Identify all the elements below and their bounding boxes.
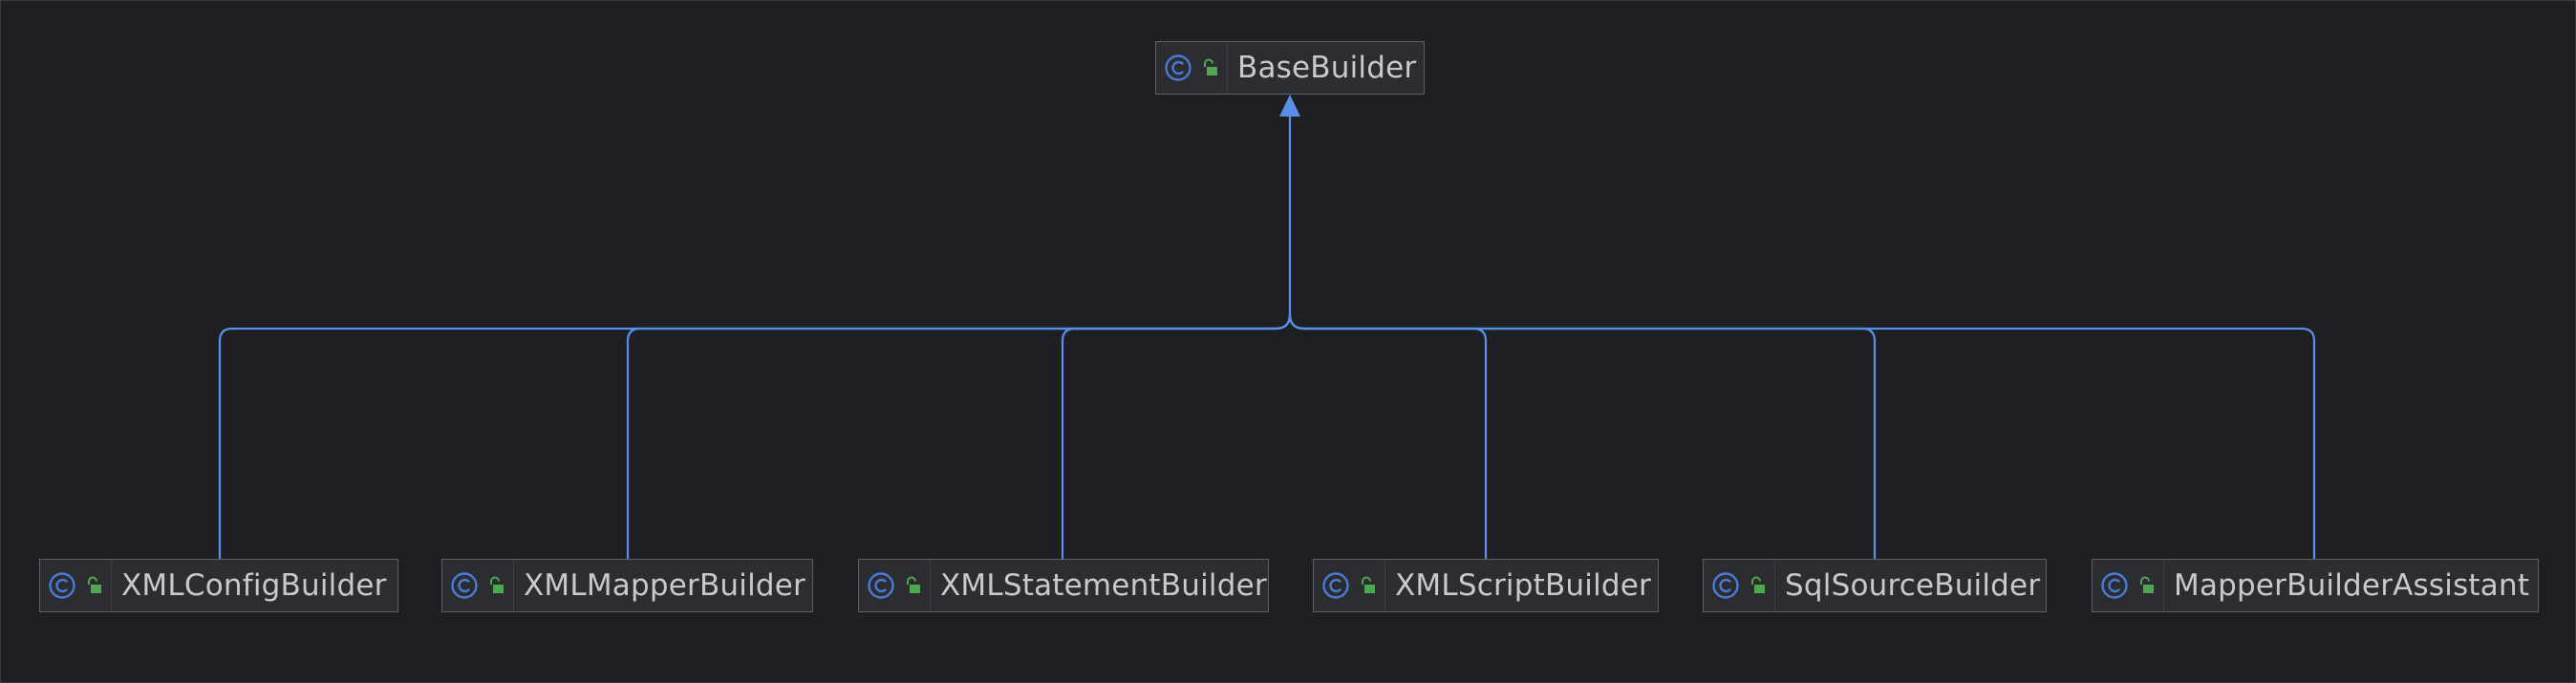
node-icons <box>1156 42 1228 94</box>
class-icon <box>1711 571 1740 600</box>
edge-config <box>218 313 1292 559</box>
edge-script <box>1288 313 1488 559</box>
public-unlock-icon <box>1360 576 1377 595</box>
public-unlock-icon <box>488 576 505 595</box>
edge-sqlsource <box>1288 313 1877 559</box>
node-icons <box>40 560 112 611</box>
public-unlock-icon <box>1750 576 1767 595</box>
class-icon <box>2100 571 2129 600</box>
class-name: XMLConfigBuilder <box>121 568 387 603</box>
class-icon <box>48 571 76 600</box>
node-icons <box>442 560 514 611</box>
public-unlock-icon <box>86 576 103 595</box>
class-name: XMLMapperBuilder <box>524 568 806 603</box>
public-unlock-icon <box>1202 58 1219 77</box>
node-icons <box>2093 560 2164 611</box>
class-icon <box>450 571 479 600</box>
class-node-basebuilder[interactable]: BaseBuilder <box>1155 41 1425 95</box>
class-name: BaseBuilder <box>1237 51 1417 85</box>
class-node-xmlmapperbuilder[interactable]: XMLMapperBuilder <box>441 559 813 612</box>
class-name: XMLScriptBuilder <box>1395 568 1652 603</box>
class-icon <box>1321 571 1350 600</box>
public-unlock-icon <box>905 576 922 595</box>
class-node-xmlstatementbuilder[interactable]: XMLStatementBuilder <box>858 559 1269 612</box>
edge-statement <box>1061 313 1292 559</box>
node-icons <box>1314 560 1385 611</box>
class-node-mapperbuilderassistant[interactable]: MapperBuilderAssistant <box>2092 559 2539 612</box>
class-icon <box>1164 53 1192 82</box>
class-node-xmlscriptbuilder[interactable]: XMLScriptBuilder <box>1313 559 1659 612</box>
class-name: MapperBuilderAssistant <box>2174 568 2530 603</box>
class-name: SqlSourceBuilder <box>1785 568 2041 603</box>
node-icons <box>859 560 931 611</box>
class-icon <box>867 571 895 600</box>
class-name: XMLStatementBuilder <box>940 568 1267 603</box>
edge-assistant <box>1288 313 2316 559</box>
class-node-sqlsourcebuilder[interactable]: SqlSourceBuilder <box>1703 559 2047 612</box>
class-node-xmlconfigbuilder[interactable]: XMLConfigBuilder <box>39 559 398 612</box>
inheritance-arrowhead <box>1279 95 1300 117</box>
public-unlock-icon <box>2138 576 2156 595</box>
edge-mapper <box>626 313 1292 559</box>
node-icons <box>1704 560 1775 611</box>
